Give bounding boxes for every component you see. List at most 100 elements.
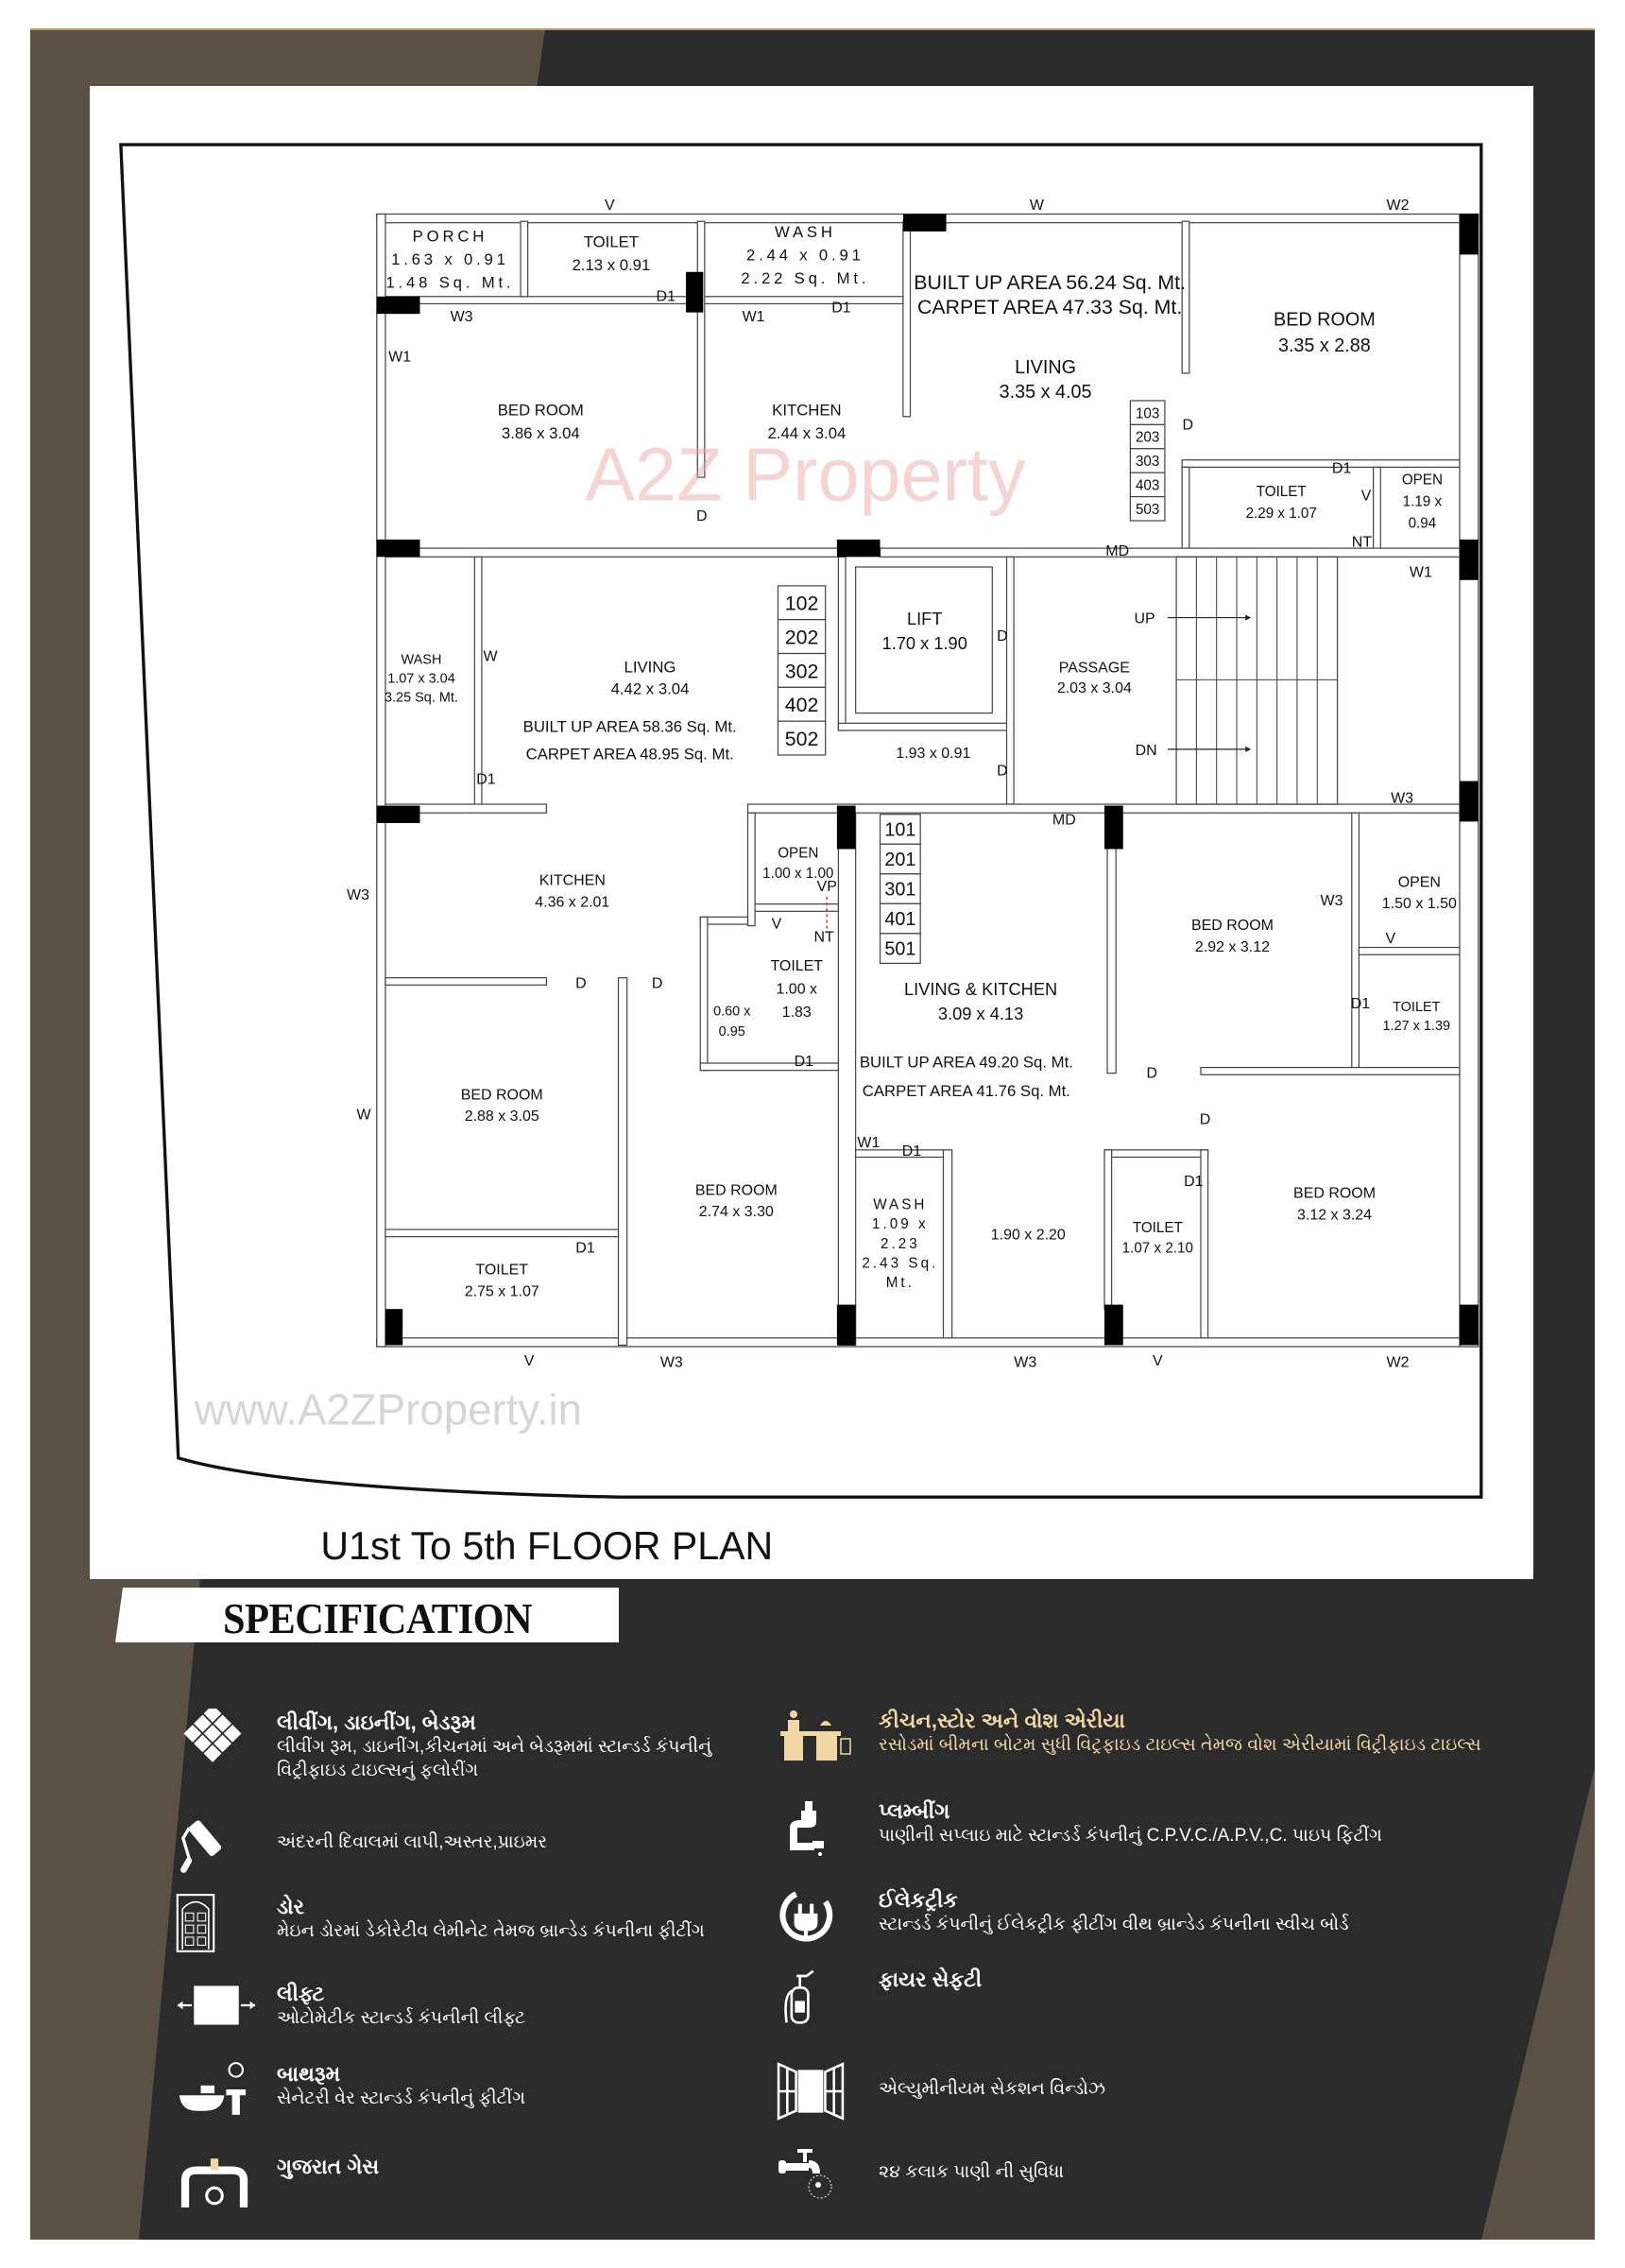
marker-label: D — [696, 507, 708, 524]
spec-item-heading: ડોર — [277, 1895, 304, 1918]
wall — [1103, 1149, 1113, 1310]
marker-label: D1 — [575, 1239, 595, 1256]
lift-shaft — [855, 566, 993, 714]
room-label-line: WASH — [402, 653, 442, 668]
room-label: 1.90 x 2.20 — [991, 1227, 1066, 1244]
room-label-line: BED ROOM — [498, 401, 584, 419]
wall — [1181, 459, 1461, 468]
spec-item-heading: ગુજરાત ગેસ — [277, 2155, 380, 2178]
wall — [1373, 466, 1381, 551]
spec-item-body: અંદરની દિવાલમાં લાપી,અસ્તર,પ્રાઇમર — [277, 1832, 548, 1852]
spec-item-body: મેઇન ડોરમાં ડેકોરેટીવ લેમીનેટ તેમજ બ્રાન… — [277, 1921, 705, 1941]
marker-label: W3 — [660, 1353, 683, 1370]
room-label-line: 3.25 Sq. Mt. — [385, 690, 458, 705]
room-label-line: BED ROOM — [1274, 309, 1376, 330]
spec-item-heading: ફાયર સેફટી — [879, 1967, 983, 1991]
wall — [1106, 845, 1117, 1074]
marker-label: W2 — [1387, 1353, 1410, 1370]
wall — [1181, 466, 1190, 551]
unit-number: 402 — [785, 694, 819, 716]
wall — [699, 1062, 840, 1072]
walls — [376, 213, 1480, 1348]
room-label-line: 2.23 — [881, 1236, 920, 1252]
spec-item-text: ૨૪ કલાક પાણી ની સુવિધા — [879, 2160, 1540, 2184]
wall — [1200, 1066, 1461, 1075]
room-label-line: BED ROOM — [695, 1181, 778, 1198]
room-label-line: 1.09 x — [872, 1216, 929, 1232]
unit-number-cell — [777, 619, 827, 655]
room-label-line: 2.03 x 3.04 — [1057, 679, 1132, 696]
room-label-line: LIVING & KITCHEN — [904, 979, 1057, 999]
room-label-line: 1.07 x 3.04 — [387, 671, 455, 686]
room-label-line: TOILET — [1257, 484, 1307, 500]
unit-number-cell — [879, 902, 921, 935]
room-label: 1.93 x 0.91 — [896, 745, 970, 762]
plumbing-icon — [777, 1797, 862, 1864]
bathroom-icon — [175, 2060, 260, 2126]
room-label-line: 0.95 — [719, 1024, 745, 1040]
spec-item-text: અંદરની દિવાલમાં લાપી,અસ્તર,પ્રાઇમર — [277, 1830, 749, 1854]
spec-item-body: પાણીની સપ્લાઇ માટે સ્ટાન્ડર્ડ કંપનીનું C… — [879, 1826, 1382, 1846]
marker-label: W — [484, 647, 499, 664]
unit-number: 202 — [785, 626, 819, 648]
spec-item-text: ફાયર સેફટી — [879, 1967, 1540, 1992]
spec-item-body: રસોડમાં બીમના બોટમ સુધી વિટ્રફાઇડ ટાઇલ્સ… — [879, 1735, 1481, 1755]
room-label-line: 4.36 x 2.01 — [535, 894, 609, 911]
room-label-line: TOILET — [475, 1261, 528, 1278]
marker-label: V — [1153, 1352, 1163, 1369]
room-label: WASH 1.07 x 3.04 3.25 Sq. Mt. — [385, 653, 458, 706]
column — [376, 805, 420, 823]
wall — [696, 220, 706, 478]
paint-roller-icon — [175, 1815, 260, 1881]
marker-label: W2 — [1387, 197, 1410, 214]
wall — [520, 220, 529, 298]
unit-number-cell — [777, 652, 827, 688]
marker-label: MD — [1052, 811, 1076, 828]
specification-title: SPECIFICATION — [223, 1594, 533, 1642]
unit-number: 102 — [785, 593, 819, 615]
wall — [879, 547, 1461, 558]
wall — [1358, 946, 1461, 955]
marker-label: D1 — [1184, 1173, 1204, 1190]
room-label-line: 1.07 x 2.10 — [1122, 1240, 1193, 1256]
room-label-line: 2.29 x 1.07 — [1246, 506, 1317, 522]
marker-label: V — [605, 197, 615, 214]
room-label-line: 2.92 x 3.12 — [1195, 938, 1270, 955]
room-label-line: 3.09 x 4.13 — [938, 1004, 1023, 1023]
marker-label: W3 — [1391, 789, 1413, 806]
wall — [473, 556, 483, 807]
unit-number-cell — [879, 873, 921, 904]
plot-boundary — [119, 143, 1483, 1499]
watermark-logo: A2Z Property — [585, 432, 1026, 516]
room-label-line: LIFT — [907, 609, 943, 628]
spec-item-body: સેનેટરી વેર સ્ટાન્ડર્ડ કંપનીનું ફીટીંગ — [277, 2088, 525, 2108]
room-label-line: 1.83 — [782, 1004, 812, 1021]
wall — [1351, 812, 1360, 1069]
room-label-line: BED ROOM — [461, 1086, 543, 1103]
spec-item-text: ઈલેકટ્રીક સ્ટાન્ડર્ડ કંપનીનું ઈલેકટ્રીક … — [879, 1888, 1540, 1936]
stair-arrow-head — [1245, 746, 1252, 752]
column — [1459, 1304, 1479, 1346]
marker-label: NT — [1352, 534, 1373, 551]
column — [385, 1309, 403, 1346]
marker-label: D — [997, 762, 1008, 779]
spec-item-text: લીફ્ટ ઓટોમેટીક સ્ટાન્ડર્ડ કંપનીની લીફ્ટ — [277, 1982, 749, 2030]
marker-label: W — [1030, 197, 1045, 214]
unit-number: 401 — [884, 909, 915, 930]
room-label-line: OPEN — [778, 846, 818, 862]
marker-label: W3 — [1321, 892, 1343, 909]
spec-item-body: એલ્યુમીનીયમ સેકશન વિન્ડોઝ — [879, 2079, 1106, 2099]
lift-icon — [175, 1980, 260, 2046]
marker-label: W3 — [451, 308, 473, 325]
spec-item-text: કીચન,સ્ટોર અને વોશ એરીયા રસોડમાં બીમના બ… — [879, 1709, 1540, 1757]
marker-label: W — [357, 1107, 372, 1124]
marker-label: W1 — [857, 1134, 880, 1151]
room-label-line: BED ROOM — [1293, 1184, 1376, 1201]
